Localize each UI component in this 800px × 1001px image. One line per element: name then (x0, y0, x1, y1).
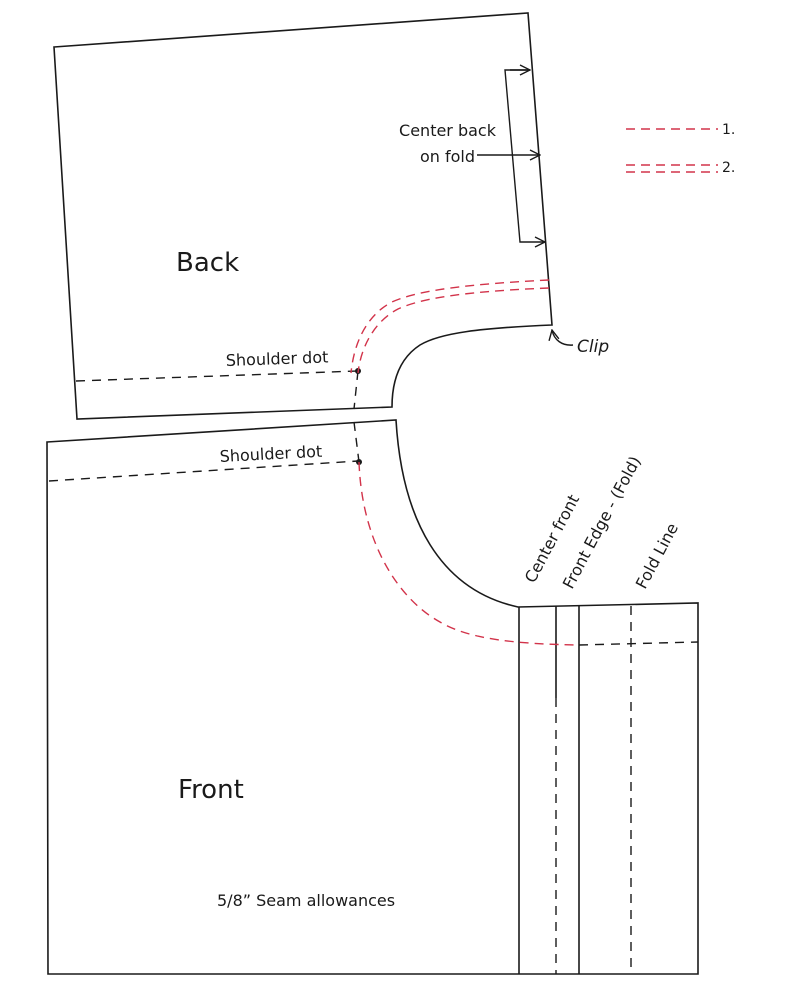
on-fold-label: on fold (420, 147, 475, 166)
clip-arrow (552, 330, 574, 346)
back-neckline-stitch-inner (357, 287, 550, 374)
back-shoulder-vertical-dash (353, 370, 359, 410)
back-label: Back (176, 248, 239, 278)
back-piece-outline (53, 12, 553, 420)
front-extension-dashed-line (578, 641, 699, 646)
front-shoulder-vertical-dash (353, 421, 360, 463)
back-shoulder-dashed-line (75, 370, 359, 382)
legend-2-label: 2. (722, 160, 735, 176)
fold-line-label: Fold Line (632, 520, 682, 592)
back-neckline-stitch-outer (350, 279, 550, 374)
back-shoulder-dot-label: Shoulder dot (225, 347, 328, 370)
seam-allowances-label: 5/8” Seam allowances (217, 891, 395, 910)
front-shoulder-dashed-line (48, 460, 359, 482)
legend-1-label: 1. (722, 122, 735, 138)
front-shoulder-dot-label: Shoulder dot (219, 442, 322, 466)
front-piece-outline (46, 419, 699, 975)
front-neckline-stitch (358, 461, 580, 646)
center-back-label: Center back (399, 121, 497, 140)
clip-label: Clip (577, 337, 609, 357)
front-edge-fold-label: Front Edge - (Fold) (559, 453, 645, 592)
front-label: Front (178, 775, 244, 805)
